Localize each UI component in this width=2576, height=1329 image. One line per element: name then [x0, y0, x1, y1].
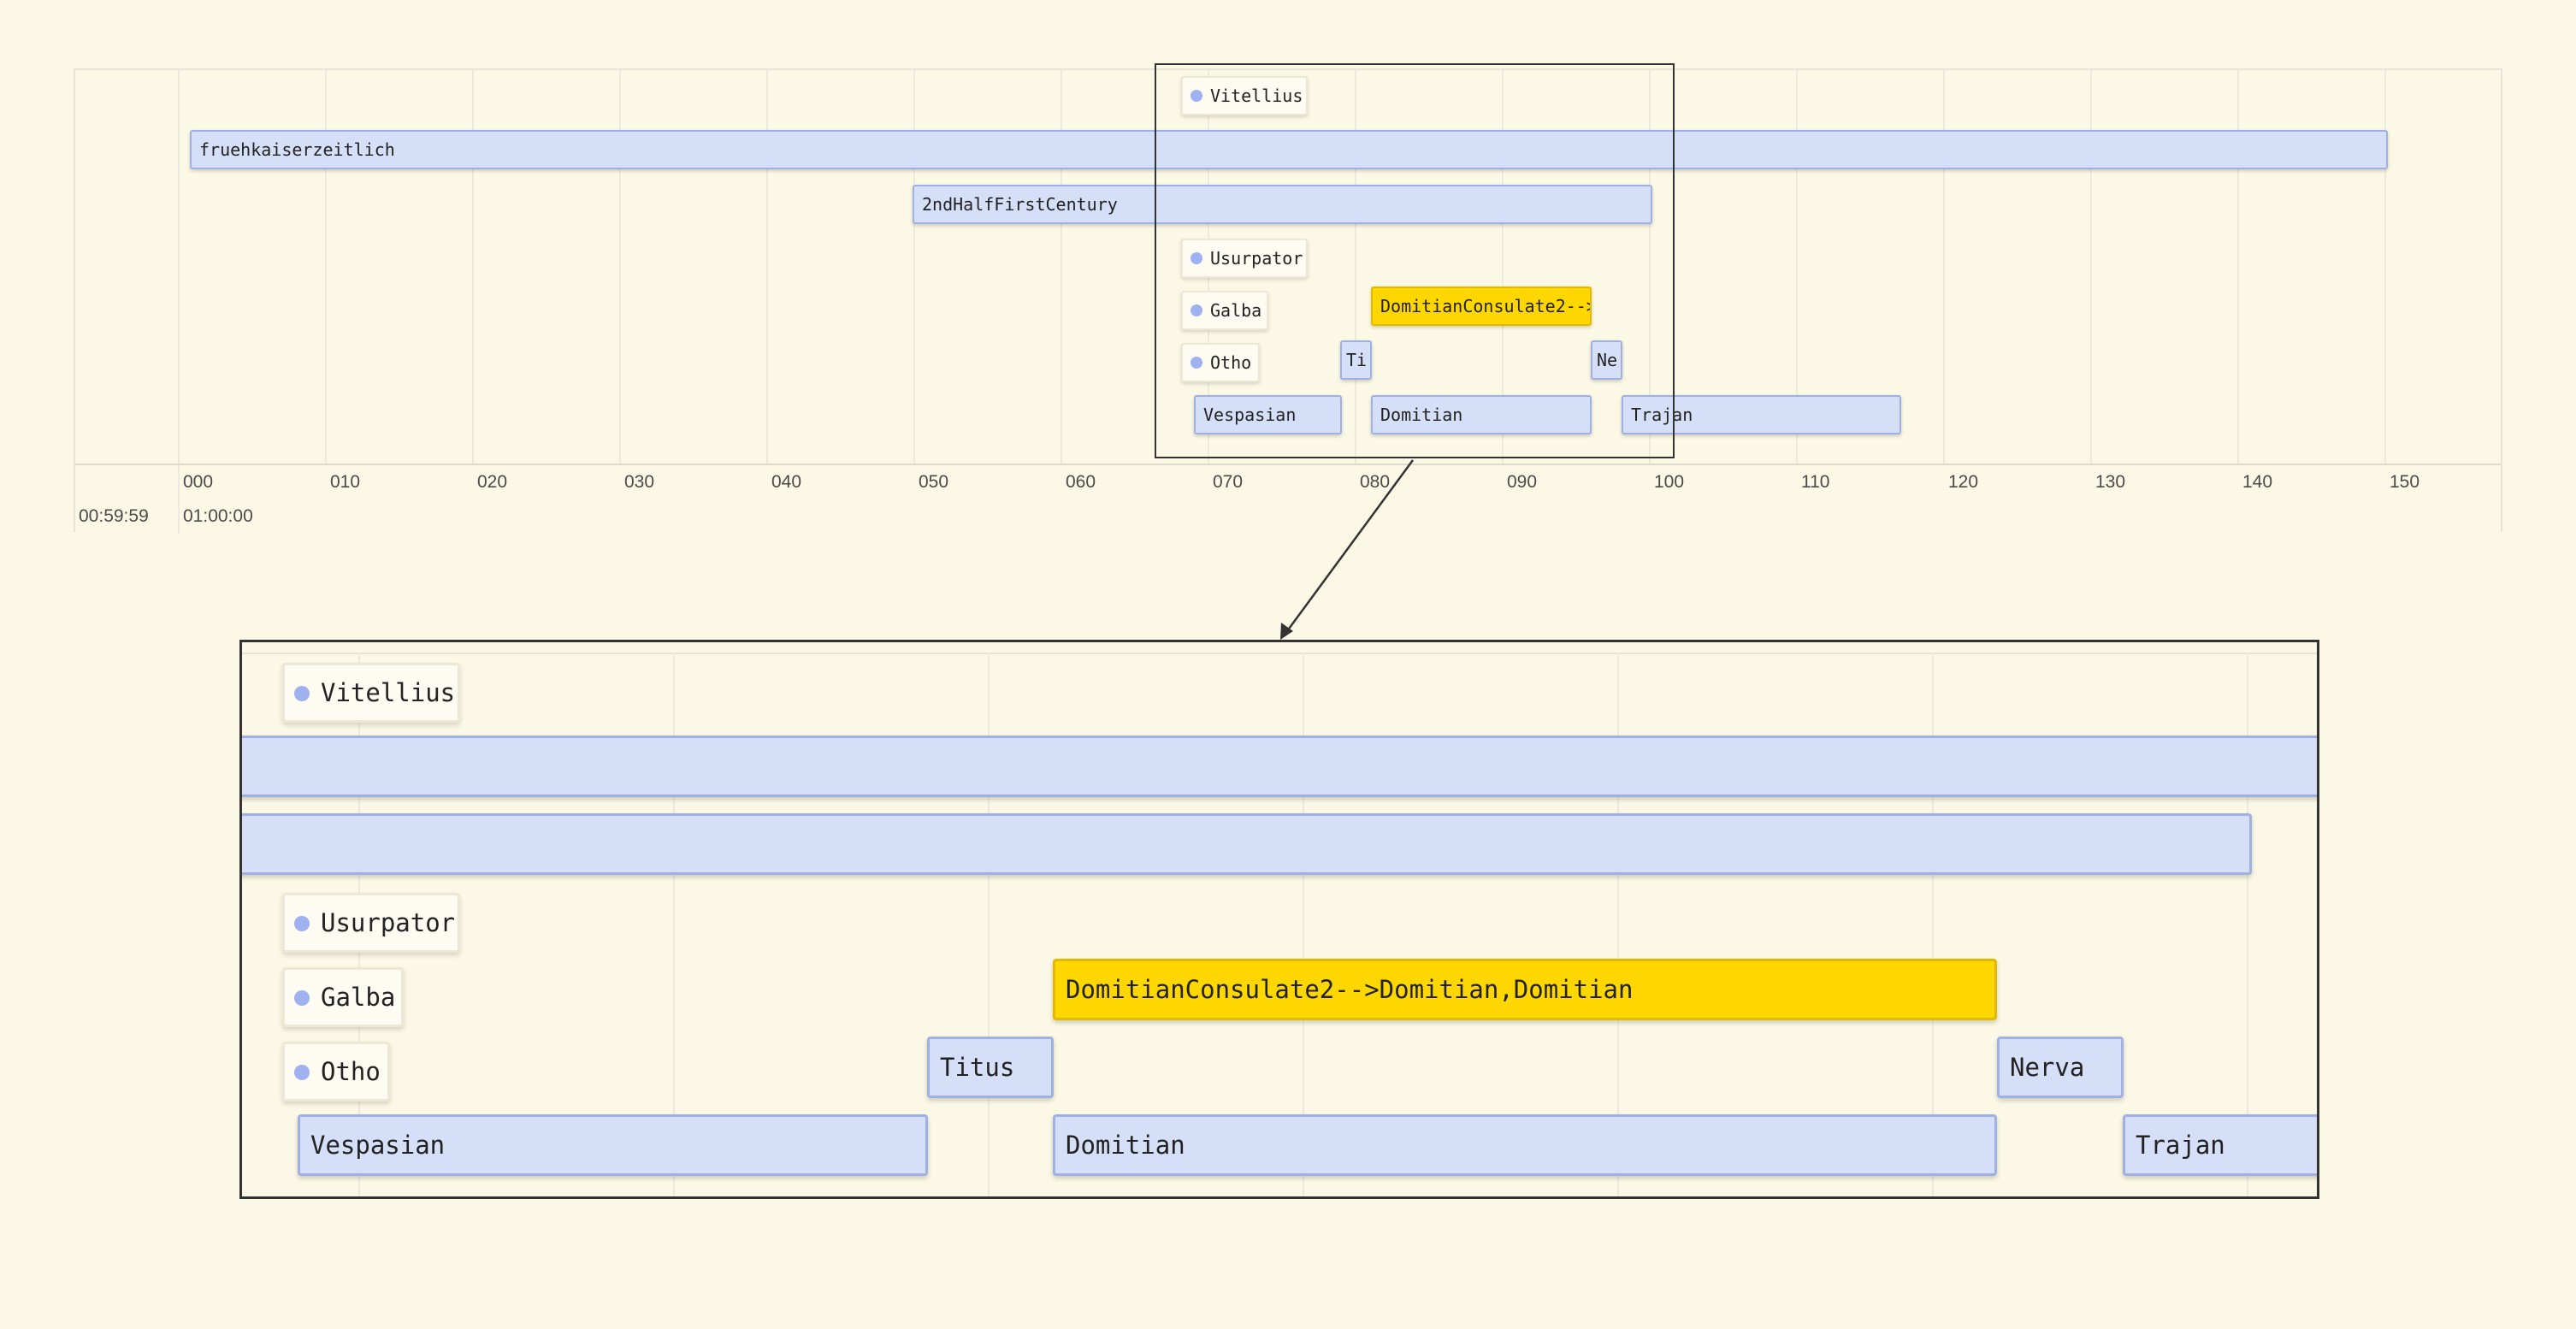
grid-line	[619, 70, 621, 465]
grid-line	[1061, 70, 1062, 465]
item-label: DomitianConsulate2-->Domitian,Domitian	[1066, 975, 1634, 1004]
grid-line	[673, 653, 675, 1196]
grid-line	[472, 70, 474, 465]
grid-line	[913, 70, 915, 465]
item-label: Usurpator	[321, 908, 456, 937]
grid-line	[1502, 70, 1504, 465]
zoom-range-trajan[interactable]: Trajan	[2123, 1114, 2317, 1176]
item-label: DomitianConsulate2-->	[1380, 296, 1592, 316]
item-label: Galba	[321, 983, 396, 1012]
zoom-range-fruehkaiserzeitlich[interactable]	[242, 735, 2317, 797]
range-trajan[interactable]: Trajan	[1622, 395, 1901, 434]
axis-label: 110	[1801, 472, 1830, 492]
zoom-range-nerva[interactable]: Nerva	[1997, 1037, 2124, 1098]
axis-label: 030	[624, 472, 655, 492]
item-label: Vespasian	[310, 1131, 446, 1160]
item-label: Galba	[1210, 300, 1262, 321]
zoom-point-otho[interactable]: Otho	[282, 1042, 390, 1102]
axis-label: 080	[1360, 472, 1391, 492]
grid-line	[1355, 70, 1356, 465]
grid-line	[2247, 653, 2248, 1196]
point-dot	[1191, 252, 1202, 264]
zoom-panel[interactable]: Vitellius Usurpator Galba DomitianConsul…	[239, 640, 2319, 1199]
grid-line	[2384, 70, 2386, 465]
point-usurpator[interactable]: Usurpator	[1181, 239, 1308, 278]
item-label: Otho	[1210, 352, 1252, 373]
point-dot	[294, 1065, 310, 1080]
grid-line	[1303, 653, 1304, 1196]
item-label: Trajan	[2136, 1131, 2225, 1160]
point-galba[interactable]: Galba	[1181, 291, 1268, 330]
zoom-selection-rect	[1155, 63, 1675, 458]
item-label: Domitian	[1380, 405, 1463, 425]
axis-label: 020	[477, 472, 508, 492]
item-label: 2ndHalfFirstCentury	[922, 194, 1118, 215]
point-dot	[294, 916, 310, 931]
grid-line	[2237, 70, 2239, 465]
grid-line	[1943, 70, 1945, 465]
item-label: Vespasian	[1203, 405, 1297, 425]
zoom-point-vitellius[interactable]: Vitellius	[282, 663, 460, 723]
item-label: Vitellius	[1210, 86, 1303, 106]
range-nerva[interactable]: Ne	[1591, 340, 1622, 380]
grid-top-line	[242, 653, 2317, 654]
time-label-start: 00:59:59	[79, 506, 149, 526]
item-label: Ti	[1346, 350, 1368, 370]
axis-label: 040	[771, 472, 802, 492]
item-label: Trajan	[1631, 405, 1693, 425]
grid-line	[1932, 653, 1934, 1196]
grid-line	[766, 70, 768, 465]
axis-label: 050	[919, 472, 949, 492]
point-dot	[1191, 304, 1202, 316]
range-domitian-consulate[interactable]: DomitianConsulate2-->	[1371, 286, 1592, 326]
zoom-range-domitian[interactable]: Domitian	[1053, 1114, 1997, 1176]
axis-label: 010	[330, 472, 361, 492]
axis-label: 140	[2242, 472, 2273, 492]
point-dot	[1191, 90, 1202, 102]
axis-line	[75, 464, 2501, 465]
point-dot	[294, 990, 310, 1006]
item-label: fruehkaiserzeitlich	[199, 139, 395, 160]
point-dot	[294, 686, 310, 701]
item-label: Otho	[321, 1057, 381, 1086]
axis-label: 150	[2390, 472, 2420, 492]
item-label: Titus	[940, 1053, 1015, 1082]
axis-label: 000	[183, 472, 214, 492]
timeline[interactable]: 000 010 020 030 040 050 060 070 080 090 …	[74, 68, 2502, 534]
grid-line	[988, 653, 990, 1196]
axis-label: 070	[1213, 472, 1244, 492]
range-2nd-half-first-century[interactable]: 2ndHalfFirstCentury	[913, 185, 1652, 224]
axis-label: 060	[1066, 472, 1096, 492]
item-label: Usurpator	[1210, 248, 1303, 269]
zoom-range-vespasian[interactable]: Vespasian	[298, 1114, 928, 1176]
grid-line-left	[178, 70, 180, 534]
range-fruehkaiserzeitlich[interactable]: fruehkaiserzeitlich	[190, 130, 2388, 169]
axis-label: 090	[1507, 472, 1538, 492]
axis-label: 120	[1948, 472, 1979, 492]
grid-line	[1649, 70, 1651, 465]
item-label: Domitian	[1066, 1131, 1185, 1160]
item-label: Vitellius	[321, 678, 456, 707]
grid-line	[325, 70, 327, 465]
point-dot	[1191, 357, 1202, 369]
range-vespasian[interactable]: Vespasian	[1194, 395, 1342, 434]
item-label: Ne	[1597, 350, 1618, 370]
grid-line	[1617, 653, 1619, 1196]
grid-line	[1796, 70, 1798, 465]
zoom-range-domitian-consulate[interactable]: DomitianConsulate2-->Domitian,Domitian	[1053, 959, 1997, 1020]
range-titus[interactable]: Ti	[1340, 340, 1372, 380]
time-label-end: 01:00:00	[183, 506, 253, 526]
point-vitellius[interactable]: Vitellius	[1181, 76, 1308, 115]
axis-label: 100	[1654, 472, 1685, 492]
axis-label: 130	[2095, 472, 2126, 492]
grid-line	[2090, 70, 2092, 465]
range-domitian[interactable]: Domitian	[1371, 395, 1592, 434]
point-otho[interactable]: Otho	[1181, 343, 1260, 382]
zoom-point-usurpator[interactable]: Usurpator	[282, 893, 460, 953]
zoom-range-titus[interactable]: Titus	[927, 1037, 1054, 1098]
zoom-point-galba[interactable]: Galba	[282, 967, 404, 1027]
item-label: Nerva	[2010, 1053, 2085, 1082]
zoom-range-2nd-half-first-century[interactable]	[242, 813, 2252, 875]
